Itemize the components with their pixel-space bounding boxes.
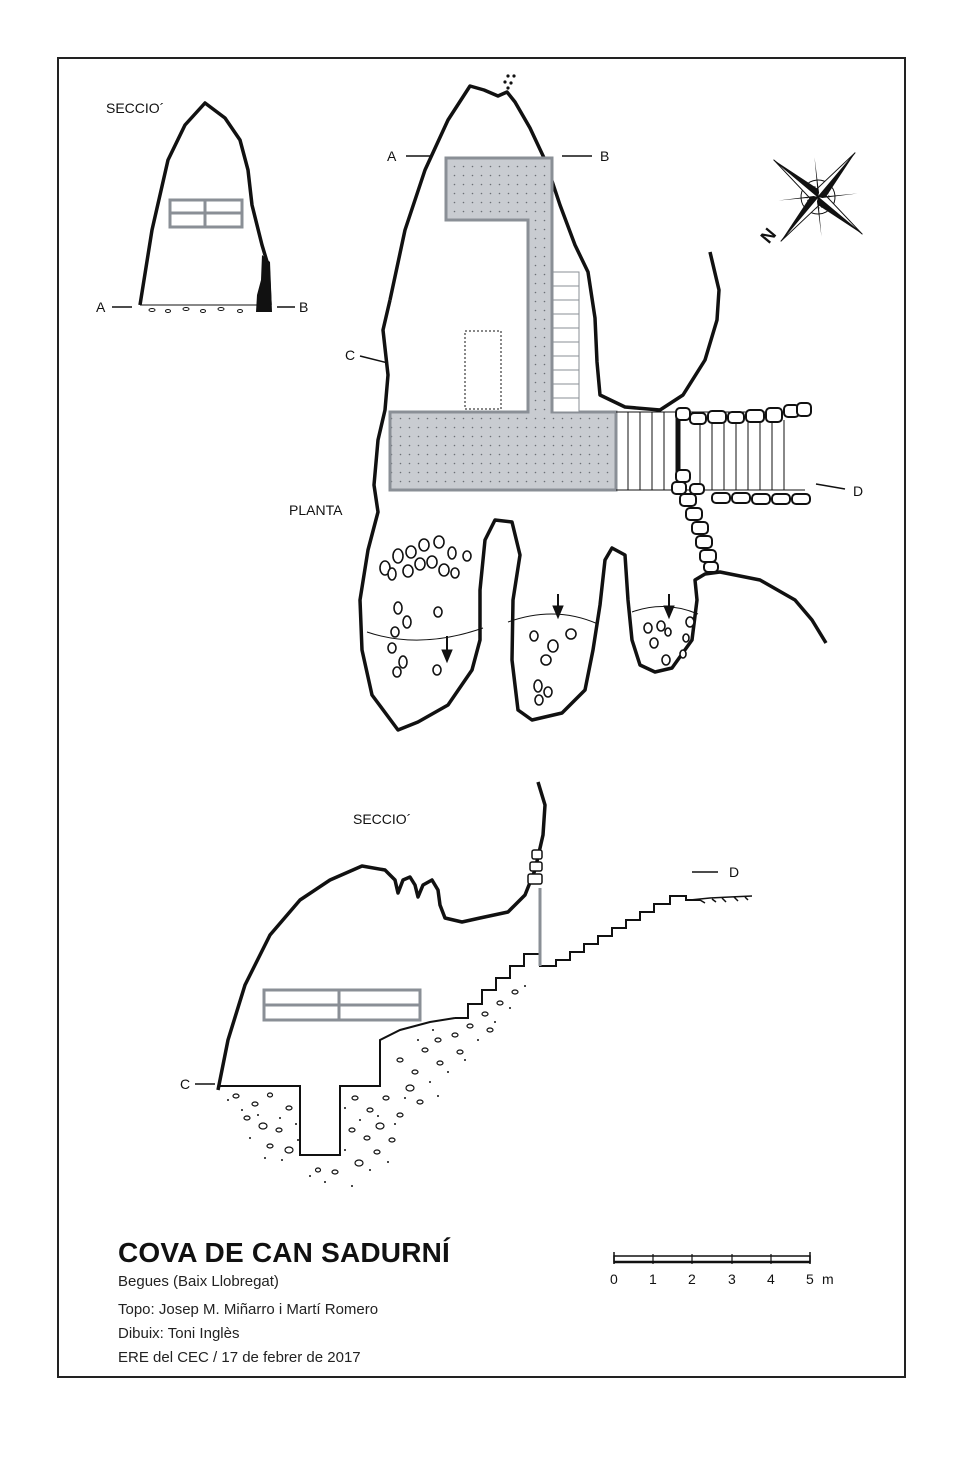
section-cd: SECCIO´ C D — [180, 781, 753, 1187]
section-ab-label-b: B — [299, 299, 308, 315]
plan-label-a: A — [387, 148, 397, 164]
scale-unit: m — [822, 1271, 834, 1287]
plan-label-c: C — [345, 347, 355, 363]
north-arrow-icon — [773, 152, 863, 242]
plan-view: A B C D PLANTA — [289, 74, 863, 732]
section-ab-wall-deposit — [256, 255, 272, 312]
section-ab: SECCIO´ A B — [96, 100, 308, 315]
scale-bar: 0 1 2 3 4 5 m — [610, 1252, 834, 1287]
plan-label-b: B — [600, 148, 609, 164]
location-text: Begues (Baix Llobregat) — [118, 1273, 279, 1290]
plan-drystone-walls — [671, 402, 812, 573]
section-cd-sediment-dots — [227, 985, 526, 1187]
section-cd-stairs — [455, 895, 700, 1019]
section-cd-railing — [262, 988, 422, 1022]
section-bottom-label: SECCIO´ — [353, 811, 411, 827]
section-cd-surface-rubble — [699, 896, 749, 904]
section-cd-label-c: C — [180, 1076, 190, 1092]
title-block: COVA DE CAN SADURNÍ Begues (Baix Llobreg… — [118, 1236, 588, 1370]
section-top-label: SECCIO´ — [106, 100, 164, 116]
section-ab-outline — [138, 101, 272, 306]
map-title: COVA DE CAN SADURNÍ — [118, 1237, 451, 1268]
plan-blocks — [379, 535, 695, 706]
section-cd-floor — [218, 1017, 456, 1156]
scale-tick-3: 3 — [728, 1271, 736, 1287]
plan-entrance-dots — [503, 74, 516, 90]
plan-outline-west — [358, 299, 828, 732]
scale-tick-2: 2 — [688, 1271, 696, 1287]
section-ab-railing — [168, 198, 244, 229]
section-cd-surface — [689, 895, 753, 901]
section-cd-wall-stones — [527, 849, 543, 885]
plan-label-d: D — [853, 483, 863, 499]
north-letter: N — [756, 224, 780, 247]
scale-tick-4: 4 — [767, 1271, 775, 1287]
scale-tick-5: 5 — [806, 1271, 814, 1287]
section-cd-ceiling — [216, 781, 547, 1091]
plan-platform — [388, 156, 618, 492]
plan-label: PLANTA — [289, 502, 343, 518]
plan-outline-main — [388, 84, 721, 412]
plan-corridor-ladder — [552, 271, 580, 413]
drawing-credit: Dibuix: Toni Inglès — [118, 1325, 240, 1342]
section-ab-floor-rubble — [148, 307, 243, 313]
survey-credit: ERE del CEC / 17 de febrer de 2017 — [118, 1349, 361, 1366]
section-cd-label-d: D — [729, 864, 739, 880]
section-ab-label-a: A — [96, 299, 106, 315]
section-cd-sediment — [232, 989, 519, 1175]
plan-pit — [464, 330, 502, 410]
topo-credit: Topo: Josep M. Miñarro i Martí Romero — [118, 1301, 379, 1318]
scale-tick-0: 0 — [610, 1271, 618, 1287]
plan-slope-arrows — [441, 594, 675, 664]
scale-tick-1: 1 — [649, 1271, 657, 1287]
